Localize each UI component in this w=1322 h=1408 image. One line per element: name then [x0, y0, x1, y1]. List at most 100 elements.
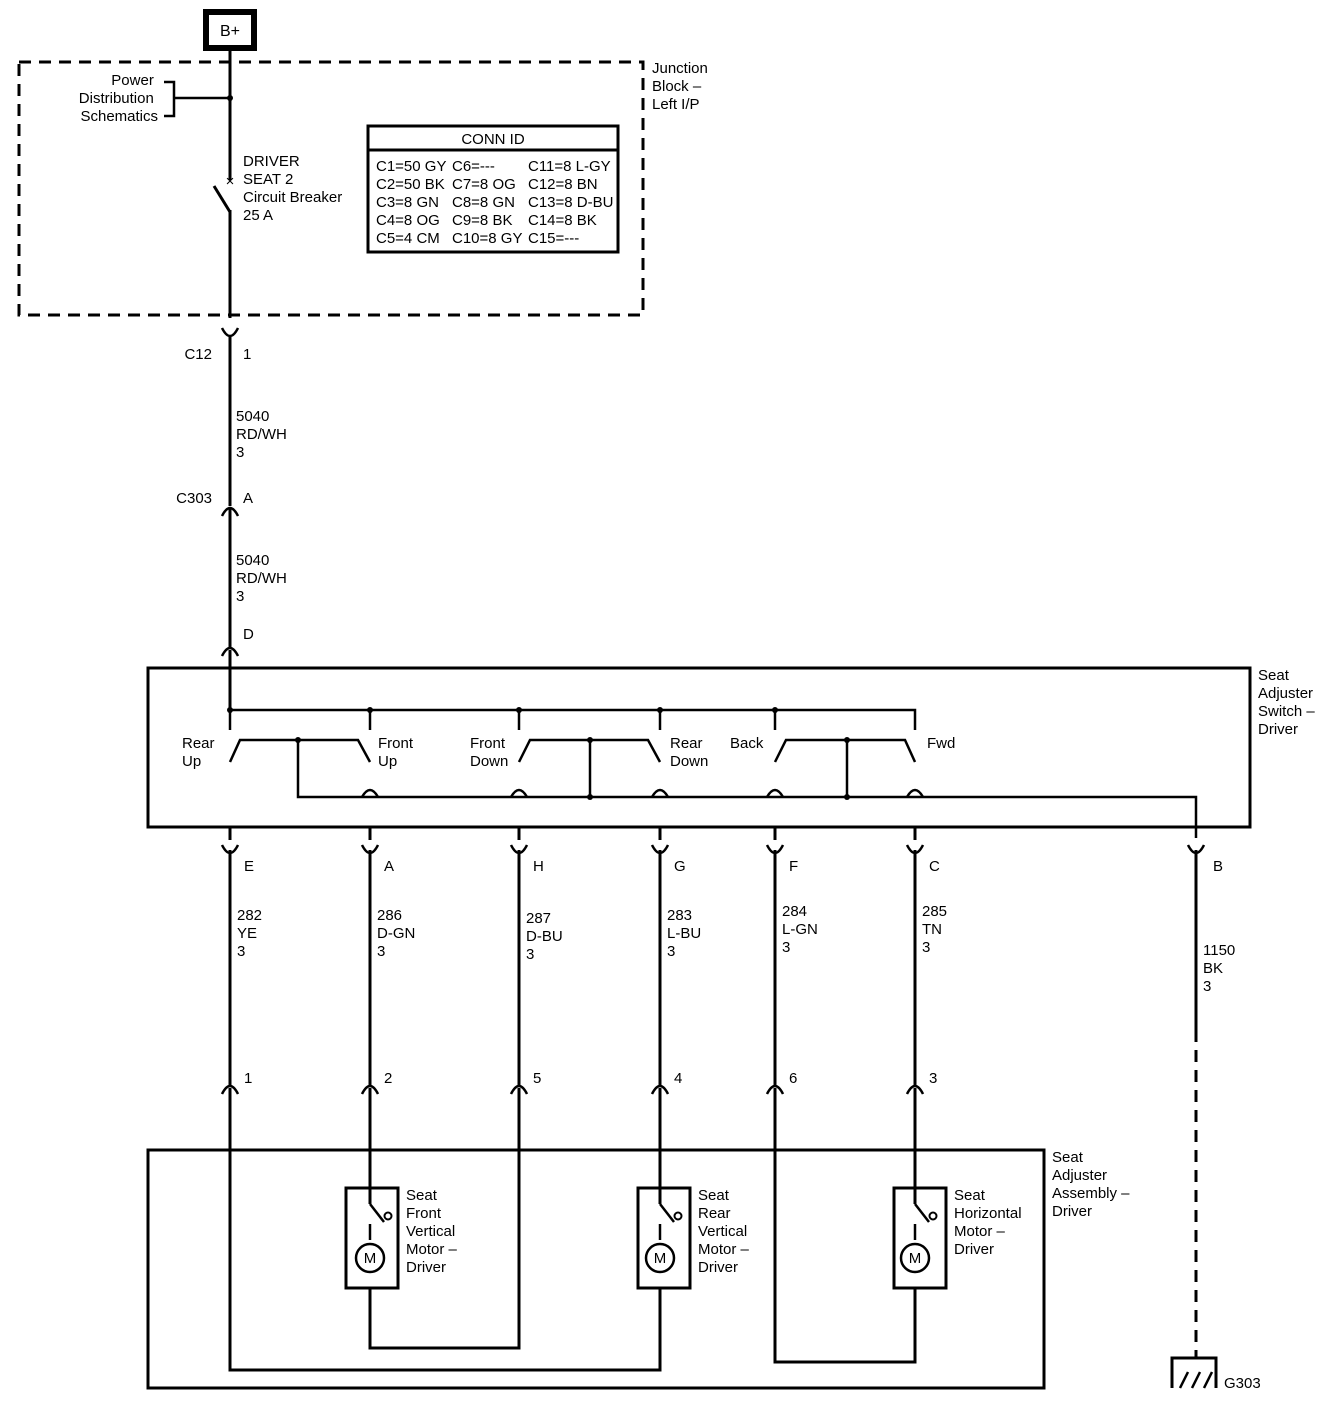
junction-block: Junction Block – Left I/P Power Distribu… — [17, 48, 712, 318]
switch-rear-up-front-up[interactable] — [228, 738, 372, 763]
connector-c12-symbol — [220, 327, 240, 338]
front-vertical-motor-wire — [368, 1110, 521, 1350]
front-vertical-return-wire — [228, 1110, 662, 1372]
connector-c303-pin: A — [243, 490, 253, 507]
wire-5040-lower-label: 5040 RD/WH 3 — [236, 552, 291, 605]
label-rear-down: Rear Down — [670, 735, 708, 770]
switch-pin-b-label: B — [1213, 858, 1223, 875]
switch-pin-label: G — [674, 858, 686, 875]
switch-pin-d-label: D — [243, 626, 254, 643]
conn-id-cell: C9=8 BK — [452, 212, 512, 229]
motor-connector-symbol — [220, 1084, 240, 1095]
ground-circuit: B 1150 BK 3 G303 — [1170, 844, 1261, 1392]
switch-pin-label: A — [384, 858, 394, 875]
circuit-breaker-label: DRIVER SEAT 2 Circuit Breaker 25 A — [243, 153, 346, 224]
breaker-contact-mark: × — [226, 173, 235, 190]
motor-rear-vertical: M — [636, 1110, 692, 1290]
conn-id-cell: C15=--- — [528, 230, 579, 247]
fwd-ground-contact — [905, 788, 925, 798]
conn-id-cell: C13=8 D-BU — [528, 194, 613, 211]
motor-front-vertical: M — [344, 1110, 400, 1290]
seat-assembly-title: Seat Adjuster Assembly – Driver — [1052, 1149, 1134, 1220]
conn-id-table: CONN ID C1=50 GY C6=--- C11=8 L-GY C2=50 BK… — [366, 124, 620, 254]
conn-id-cell: C7=8 OG — [452, 176, 516, 193]
conn-id-cell: C1=50 GY — [376, 158, 446, 175]
seat-adjuster-assembly: Seat Adjuster Assembly – Driver M Seat F… — [146, 1110, 1134, 1390]
motor-front-vertical-label: Seat Front Vertical Motor – Driver — [406, 1187, 461, 1276]
motor-m-symbol: M — [364, 1250, 377, 1267]
motor-connector-pin: 3 — [929, 1070, 937, 1087]
switch-power-bus — [230, 708, 917, 730]
label-front-up: Front Up — [378, 735, 417, 770]
label-front-down: Front Down — [470, 735, 509, 770]
conn-id-cell: C12=8 BN — [528, 176, 598, 193]
switch-pin-label: F — [789, 858, 798, 875]
rear-down-ground-contact — [650, 788, 670, 798]
motor-connector-pin: 1 — [244, 1070, 252, 1087]
conn-id-cell: C3=8 GN — [376, 194, 439, 211]
wire-1150-label: 1150 BK 3 — [1203, 942, 1239, 995]
front-down-ground-contact — [509, 788, 529, 798]
motor-connector-pin: 6 — [789, 1070, 797, 1087]
conn-id-cell: C6=--- — [452, 158, 495, 175]
motor-connector-symbol — [509, 1084, 529, 1095]
motor-horizontal: M — [892, 1110, 948, 1290]
conn-id-cell: C2=50 BK — [376, 176, 445, 193]
switch-front-down-rear-down[interactable] — [517, 738, 662, 763]
circuit-breaker: × — [212, 48, 235, 318]
switch-module-title: Seat Adjuster Switch – Driver — [1258, 667, 1319, 738]
seat-adjuster-switch: Seat Adjuster Switch – Driver — [146, 666, 1319, 838]
junction-block-title: Junction Block – Left I/P — [652, 60, 712, 113]
connector-c303-label: C303 — [176, 490, 212, 507]
motor-horizontal-label: Seat Horizontal Motor – Driver — [954, 1187, 1026, 1258]
conn-id-cell: C10=8 GY — [452, 230, 522, 247]
wire-5040-upper-label: 5040 RD/WH 3 — [236, 408, 291, 461]
horizontal-return-wire — [773, 1110, 917, 1364]
power-distribution-reference[interactable]: Power Distribution Schematics — [79, 72, 158, 125]
switch-module-outline — [146, 666, 1252, 829]
motor-connector-pin: 4 — [674, 1070, 682, 1087]
ground-g303-label: G303 — [1224, 1375, 1261, 1392]
label-rear-up: Rear Up — [182, 735, 219, 770]
label-back: Back — [730, 735, 764, 752]
switch-pin-label: E — [244, 858, 254, 875]
switch-pin-label: H — [533, 858, 544, 875]
b-plus-label: B+ — [220, 23, 240, 40]
conn-id-cell: C4=8 OG — [376, 212, 440, 229]
power-distribution-bracket — [164, 80, 230, 118]
junction-block-outline — [17, 60, 645, 317]
front-up-ground-contact — [360, 788, 380, 798]
motor-m-symbol: M — [654, 1250, 667, 1267]
conn-id-cell: C8=8 GN — [452, 194, 515, 211]
switch-pin-d-symbol — [220, 646, 240, 657]
connector-c12-pin: 1 — [243, 346, 251, 363]
conn-id-cell: C11=8 L-GY — [528, 158, 611, 175]
ground-symbol-g303 — [1170, 1356, 1218, 1389]
motor-connector-symbol — [360, 1084, 380, 1095]
motor-connector-symbol — [765, 1084, 785, 1095]
power-source-b-plus: B+ — [203, 9, 257, 51]
switch-ground-bus — [296, 740, 1198, 838]
feed-circuit: C12 1 5040 RD/WH 3 C303 A 5040 RD/WH 3 D — [176, 327, 291, 712]
conn-id-title: CONN ID — [461, 131, 525, 148]
motor-m-symbol: M — [909, 1250, 922, 1267]
conn-id-cell: C5=4 CM — [376, 230, 440, 247]
seat-assembly-outline — [146, 1148, 1046, 1390]
label-fwd: Fwd — [927, 735, 955, 752]
connector-c12-label: C12 — [184, 346, 212, 363]
motor-connector-symbol — [650, 1084, 670, 1095]
conn-id-cell: C14=8 BK — [528, 212, 597, 229]
switch-back-fwd[interactable] — [773, 738, 917, 763]
